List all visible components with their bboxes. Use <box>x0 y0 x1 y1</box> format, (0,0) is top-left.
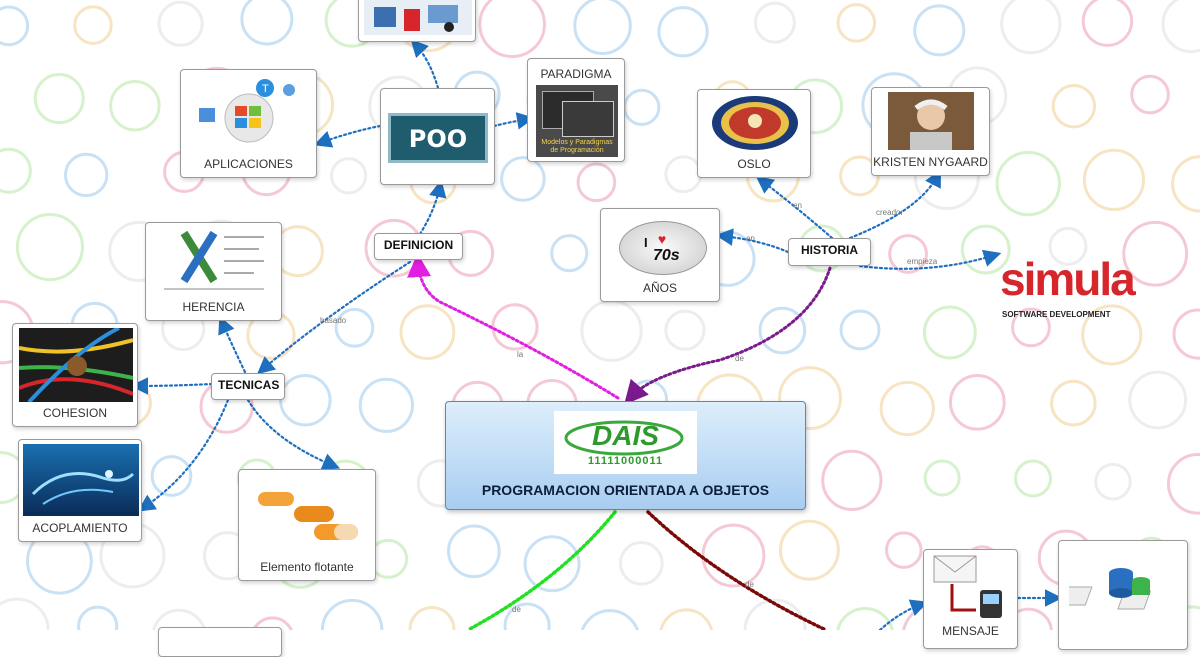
aplicaciones-caption: APLICACIONES <box>181 157 316 171</box>
link-central-green <box>468 512 615 630</box>
database-image-node[interactable] <box>1058 540 1188 650</box>
edge-label-en-anos: en <box>746 234 755 243</box>
paradigma-caption: PARADIGMA <box>528 67 624 81</box>
seventies-badge-text: 70s <box>653 247 680 265</box>
tecnicas-node[interactable]: TECNICAS <box>211 373 285 400</box>
dais-logo-text: DAIS <box>554 421 697 451</box>
elemento-flotante-node[interactable]: Elemento flotante <box>238 469 376 581</box>
oslo-seal-icon <box>710 94 800 152</box>
oslo-caption: OSLO <box>698 157 810 171</box>
office-illustration-icon <box>364 0 472 35</box>
edge-label-de-red: de <box>745 580 754 589</box>
poo-image-text: POO <box>388 125 488 153</box>
cohesion-node[interactable]: COHESION <box>12 323 138 427</box>
simula-logo[interactable]: simula SOFTWARE DEVELOPMENT <box>996 254 1114 326</box>
partial-node-bottom-left[interactable] <box>158 627 282 657</box>
link-tecnicas-flotante <box>248 400 334 466</box>
oslo-node[interactable]: OSLO <box>697 89 811 178</box>
mensaje-node[interactable]: MENSAJE <box>923 549 1018 649</box>
edge-label-en-oslo: en <box>793 201 802 210</box>
simula-tagline: SOFTWARE DEVELOPMENT <box>1002 310 1110 319</box>
acoplamiento-hand-icon <box>23 444 139 516</box>
paradigma-node[interactable]: PARADIGMA Modelos y Paradigmas de Progra… <box>527 58 625 162</box>
link-poo-paradigma <box>494 119 528 126</box>
central-topic-node[interactable]: DAIS 11111000011 PROGRAMACION ORIENTADA … <box>445 401 806 510</box>
chromosome-icon <box>154 227 274 297</box>
link-tecnicas-cohesion <box>137 384 212 386</box>
historia-node[interactable]: HISTORIA <box>788 238 871 266</box>
herencia-node[interactable]: HERENCIA <box>145 222 282 321</box>
poo-node[interactable]: POO <box>380 88 495 185</box>
anos-node[interactable]: I ♥ 70s AÑOS <box>600 208 720 302</box>
link-central-darkred <box>648 512 826 630</box>
link-central-definicion <box>418 262 618 398</box>
edge-label-de-green: de <box>512 605 521 614</box>
seventies-badge-prefix: I <box>644 235 648 250</box>
mensaje-envelope-phone-icon <box>932 554 1012 620</box>
link-mensaje-left <box>880 604 922 630</box>
edge-label-la: la <box>517 350 523 359</box>
edge-label-de-historia: de <box>735 354 744 363</box>
kristen-photo-icon <box>888 92 974 150</box>
paradigma-image: Modelos y Paradigmas de Programación <box>536 85 618 157</box>
paradigma-image-text-2: de Programación <box>536 147 618 154</box>
acoplamiento-caption: ACOPLAMIENTO <box>19 521 141 535</box>
dais-logo-digits: 11111000011 <box>554 455 697 467</box>
acoplamiento-node[interactable]: ACOPLAMIENTO <box>18 439 142 542</box>
definicion-node[interactable]: DEFINICION <box>374 233 463 260</box>
elemento-flotante-caption: Elemento flotante <box>239 560 375 574</box>
seventies-heart-icon: ♥ <box>655 233 669 245</box>
central-topic-title: PROGRAMACION ORIENTADA A OBJETOS <box>446 482 805 498</box>
cohesion-cables-icon <box>19 328 133 402</box>
cohesion-caption: COHESION <box>13 406 137 420</box>
anos-caption: AÑOS <box>601 281 719 295</box>
kristen-caption: KRISTEN NYGAARD <box>872 155 989 169</box>
database-icon <box>1069 551 1179 621</box>
edge-label-creador: creador <box>876 208 903 217</box>
edge-label-empieza: empieza <box>907 257 937 266</box>
paradigma-image-text-1: Modelos y Paradigmas <box>536 139 618 146</box>
edge-label-basado: basado <box>320 316 346 325</box>
link-tecnicas-herencia <box>222 322 245 372</box>
link-historia-anos <box>722 236 788 252</box>
applications-icon: T <box>189 74 309 144</box>
kristen-node[interactable]: KRISTEN NYGAARD <box>871 87 990 176</box>
aplicaciones-node[interactable]: T APLICACIONES <box>180 69 317 178</box>
dais-logo: DAIS 11111000011 <box>554 411 697 474</box>
pills-icon <box>248 478 368 548</box>
simula-brand: simula <box>1000 254 1134 304</box>
herencia-caption: HERENCIA <box>146 300 281 314</box>
link-poo-top <box>415 44 438 88</box>
link-historia-kristen <box>850 175 938 238</box>
svg-text:T: T <box>262 83 269 95</box>
link-tecnicas-acoplamiento <box>143 400 228 508</box>
office-image-node[interactable] <box>358 0 476 42</box>
mensaje-caption: MENSAJE <box>924 624 1017 638</box>
link-poo-aplicaciones <box>320 126 380 143</box>
link-definicion-poo <box>420 186 440 234</box>
